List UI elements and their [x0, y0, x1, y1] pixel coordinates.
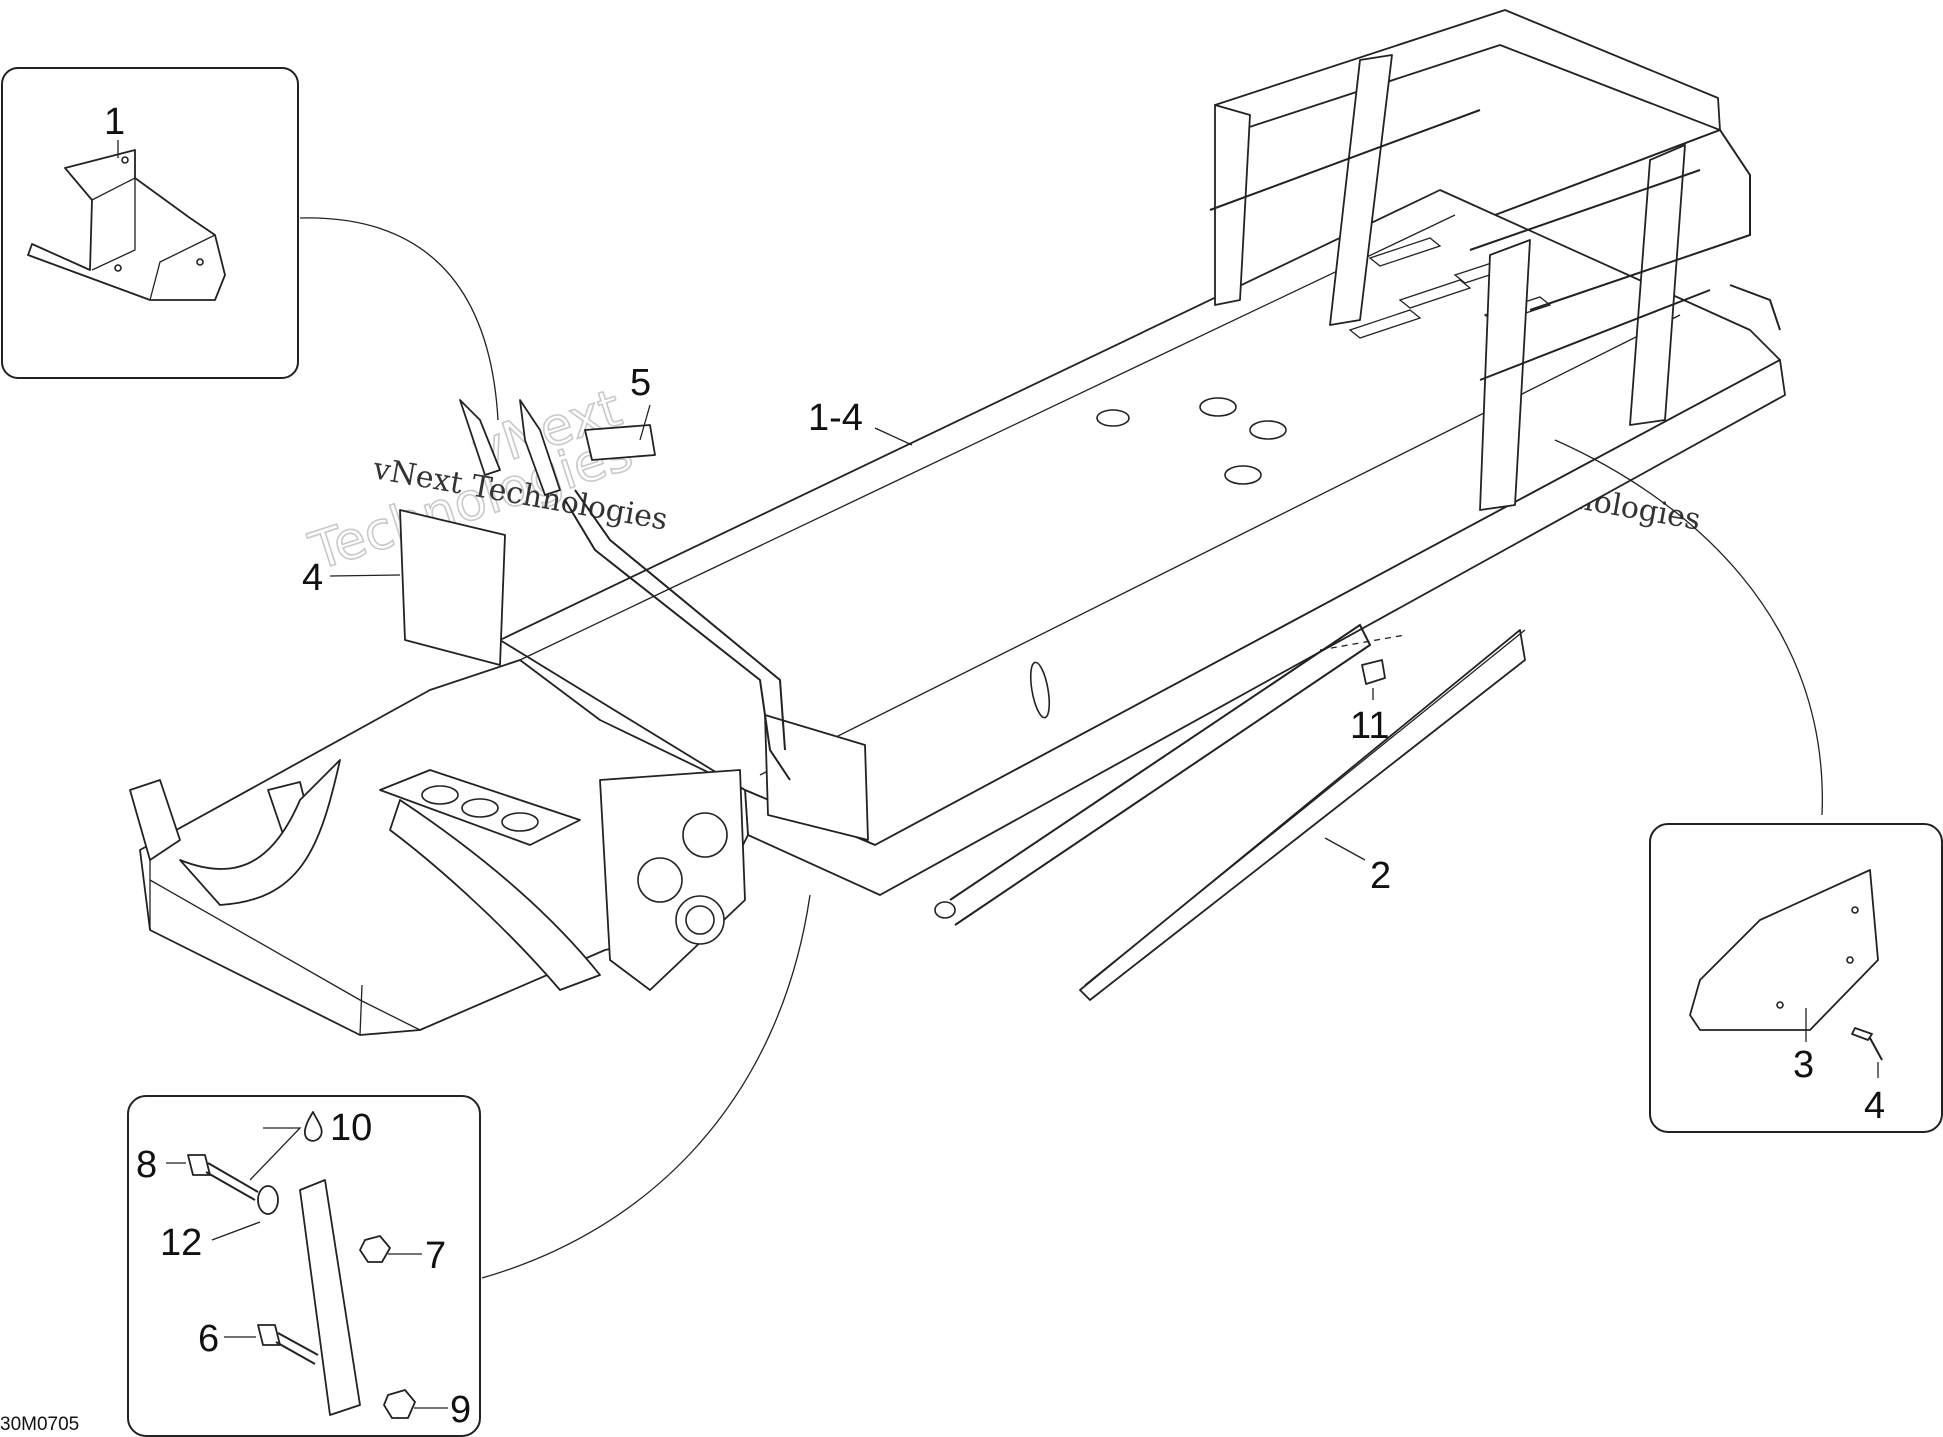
side-panel-part-4: [399, 509, 506, 666]
plug-part-11: [1319, 634, 1406, 685]
nut-part-9-illustration: [383, 1389, 416, 1419]
drop-icon: [303, 1111, 323, 1142]
callout-1: 1: [104, 101, 125, 143]
detail-box-part-1: 1: [1, 67, 299, 379]
detail-2-pointer-curve: [1554, 439, 1823, 816]
callout-12-leader: [211, 1221, 261, 1241]
drawing-code: 30M0705: [0, 1414, 79, 1435]
detail-box-bottom-frame: [127, 1095, 481, 1437]
plate-part-3-illustration: [1689, 869, 1879, 1031]
callout-11: 11: [1350, 705, 1389, 747]
callout-4-box: 4: [1864, 1085, 1885, 1127]
chassis-frame-illustration: [129, 9, 1786, 1036]
callout-6: 6: [198, 1318, 219, 1360]
strap-illustration: [299, 1179, 361, 1416]
detail-box-parts-6-12: 10 8 12 7 6 9: [127, 1095, 481, 1437]
callout-4-top-leader: [329, 574, 401, 577]
rail-cable: [949, 623, 1372, 926]
callout-8: 8: [136, 1144, 157, 1186]
slider-strip-part-2: [1079, 629, 1526, 1001]
callout-5-leader: [639, 404, 651, 441]
callout-10-leader: [249, 1127, 302, 1181]
callout-3: 3: [1793, 1044, 1814, 1086]
callout-10: 10: [330, 1107, 372, 1149]
callout-1-4: 1-4: [808, 397, 863, 439]
washer-part-12-illustration: [257, 1185, 279, 1215]
nut-part-7-illustration: [359, 1235, 391, 1263]
detail-3-pointer-curve: [481, 894, 811, 1279]
callout-12: 12: [160, 1222, 202, 1264]
callout-2: 2: [1370, 855, 1391, 897]
callout-4-top: 4: [302, 557, 323, 599]
callout-5: 5: [630, 362, 651, 404]
detail-box-parts-3-4: 3 4: [1649, 823, 1943, 1133]
callout-7: 7: [425, 1235, 446, 1277]
rivet-part-4-illustration: [1851, 1027, 1873, 1041]
callout-9: 9: [450, 1389, 471, 1431]
callout-2-leader: [1324, 837, 1366, 861]
rear-rack: [1209, 9, 1781, 511]
callout-1-4-leader: [874, 427, 913, 446]
detail-1-pointer-curve: [299, 217, 499, 421]
